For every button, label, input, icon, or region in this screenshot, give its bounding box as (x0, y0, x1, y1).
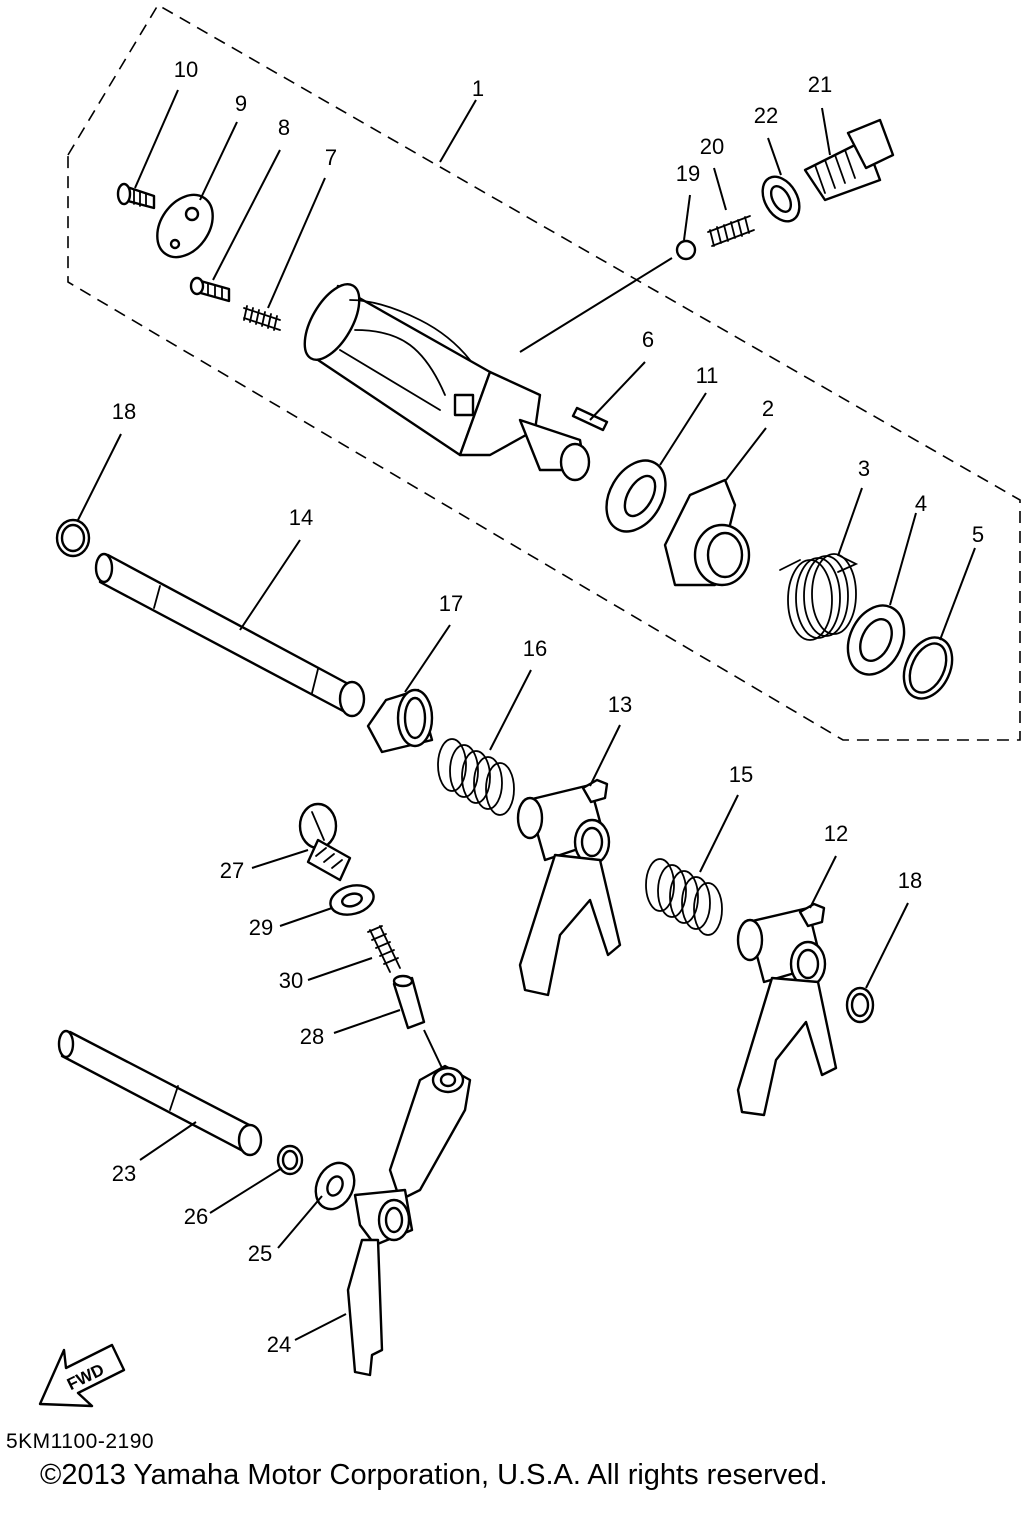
part-1-shift-drum (303, 283, 591, 482)
callout-11: 11 (696, 363, 719, 388)
callout-2: 2 (762, 396, 774, 421)
part-4-washer (846, 604, 906, 676)
part-30-spring (367, 925, 401, 973)
part-10-screw (116, 182, 156, 210)
callout-23: 23 (112, 1161, 136, 1186)
callout-9: 9 (235, 91, 247, 116)
callout-15: 15 (729, 762, 753, 787)
part-29-washer (329, 884, 375, 916)
part-13-shift-fork (516, 778, 622, 997)
callout-4: 4 (915, 491, 927, 516)
callout-20: 20 (700, 134, 724, 159)
part-18-circlip-right (845, 986, 875, 1024)
part-24-shift-fork (346, 1064, 472, 1377)
part-19-ball (675, 239, 697, 261)
callout-22: 22 (754, 103, 778, 128)
part-27-screw (298, 802, 352, 882)
part-3-torsion-spring (779, 553, 859, 641)
part-16-spring (437, 738, 515, 816)
callout-26: 26 (184, 1204, 208, 1229)
part-9-plate (156, 193, 214, 259)
callout-27: 27 (220, 858, 244, 883)
part-22-washer (761, 175, 801, 223)
callout-19: 19 (676, 161, 700, 186)
callout-16: 16 (523, 636, 547, 661)
callout-18-left: 18 (112, 399, 136, 424)
callout-21: 21 (808, 72, 832, 97)
part-28-pin (392, 974, 426, 1030)
part-2-shift-lever (663, 478, 751, 587)
fwd-arrow-icon: FWD (38, 1343, 126, 1408)
callout-3: 3 (858, 456, 870, 481)
part-7-spring (243, 305, 281, 331)
callout-13: 13 (608, 692, 632, 717)
leader-lines (77, 89, 976, 1341)
callout-7: 7 (325, 145, 337, 170)
assembly-boundary (67, 3, 1021, 741)
callout-8: 8 (278, 115, 290, 140)
part-12-shift-fork (736, 902, 838, 1117)
callout-24: 24 (267, 1332, 291, 1357)
part-11-washer (605, 459, 667, 533)
callout-12: 12 (824, 821, 848, 846)
callout-29: 29 (249, 915, 273, 940)
part-15-spring (645, 858, 723, 936)
copyright-notice: ©2013 Yamaha Motor Corporation, U.S.A. A… (40, 1459, 828, 1491)
callout-1: 1 (472, 76, 484, 101)
part-20-spring (707, 215, 755, 247)
part-14-shaft (94, 552, 366, 718)
callout-5: 5 (972, 522, 984, 547)
drawing-code: 5KM1100-2190 (6, 1430, 155, 1453)
part-23-shaft (57, 1029, 263, 1157)
part-21-bolt (803, 118, 895, 202)
callout-28: 28 (300, 1024, 324, 1049)
callout-6: 6 (642, 327, 654, 352)
part-17-collar (366, 688, 434, 754)
callout-17: 17 (439, 591, 463, 616)
callout-14: 14 (289, 505, 313, 530)
part-25-washer (314, 1161, 356, 1211)
callout-30: 30 (279, 968, 303, 993)
callout-10: 10 (174, 57, 198, 82)
part-26-circlip (276, 1144, 304, 1176)
callout-25: 25 (248, 1241, 272, 1266)
callout-18-right: 18 (898, 868, 922, 893)
part-5-circlip (902, 636, 954, 700)
part-18-circlip (55, 518, 91, 558)
callout-labels: 1 2 3 4 5 6 7 8 9 10 11 12 13 14 15 16 1… (112, 57, 984, 1357)
part-8-pin (189, 276, 231, 303)
